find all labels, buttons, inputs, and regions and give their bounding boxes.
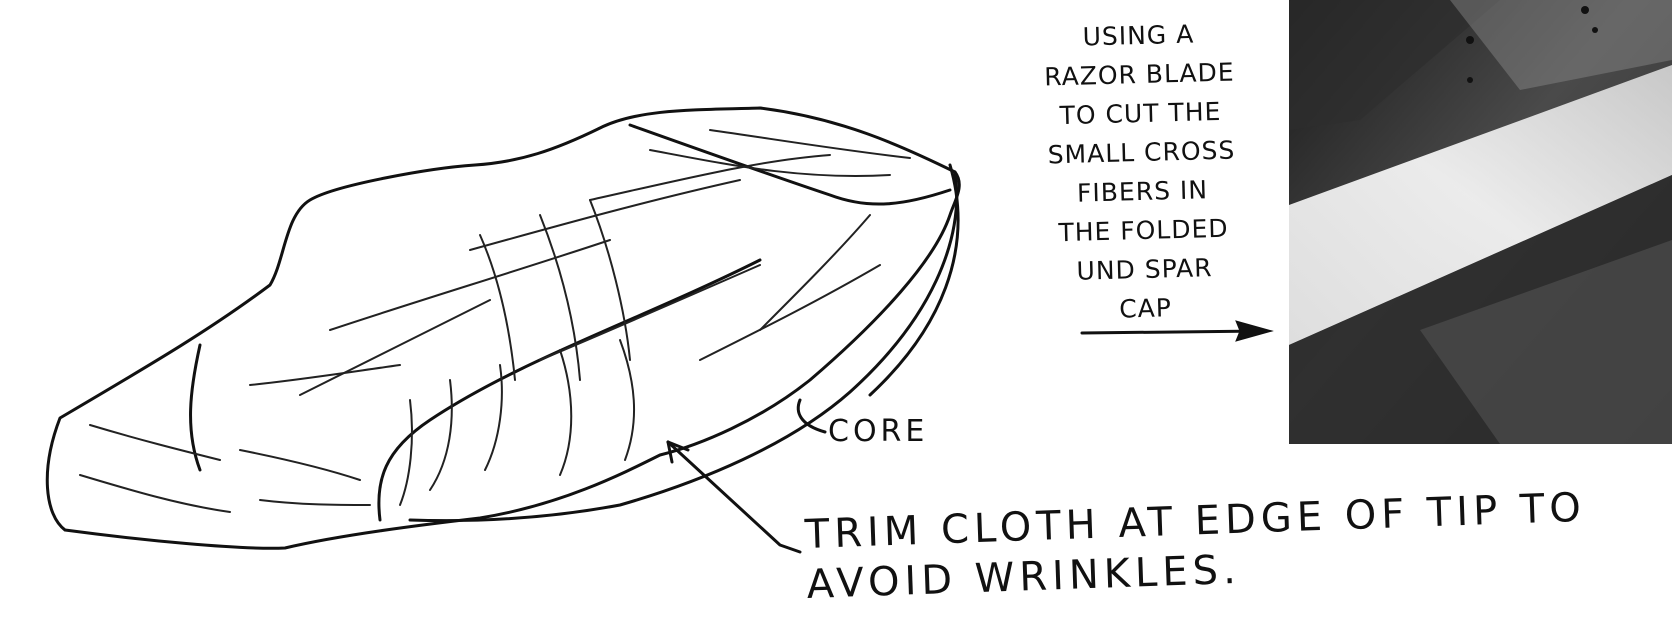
razor-note-line: USING A [1018, 13, 1259, 58]
photo-inset [1289, 0, 1672, 444]
razor-note-line: THE FOLDED [1023, 208, 1264, 253]
root-cut-line [191, 345, 200, 470]
razor-note-line: UND SPAR [1024, 247, 1265, 292]
razor-note-line: FIBERS IN [1022, 169, 1263, 214]
razor-note-line: CAP [1025, 286, 1266, 331]
razor-blade-note: USING A RAZOR BLADE TO CUT THE SMALL CRO… [1018, 13, 1266, 331]
leading-edge-curve [410, 172, 957, 521]
core-label: CORE [828, 414, 928, 449]
cloth-weave-lines [80, 130, 910, 512]
wing-tip-body [47, 108, 959, 548]
wing-tip-outline [47, 108, 959, 548]
razor-note-line: TO CUT THE [1020, 91, 1261, 136]
razor-note-line: SMALL CROSS [1021, 130, 1262, 175]
trim-leader-arrow [668, 442, 800, 552]
upper-surface-line [630, 125, 950, 204]
razor-note-line: RAZOR BLADE [1019, 52, 1260, 97]
